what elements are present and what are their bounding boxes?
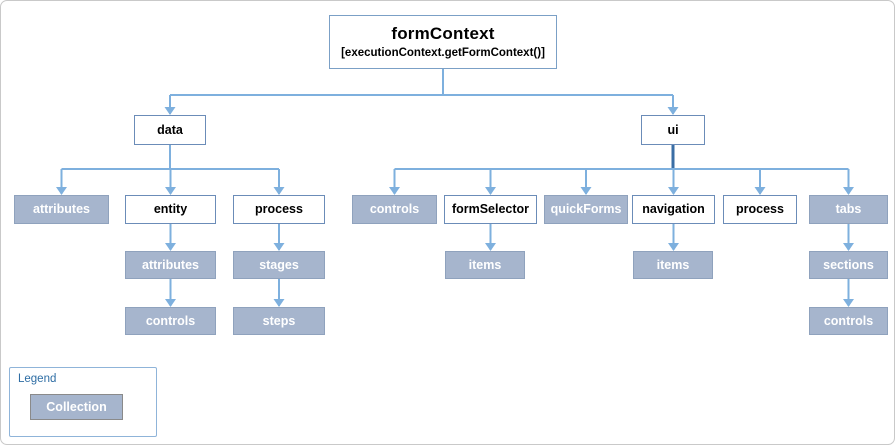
node-label: ui (667, 122, 679, 137)
node-label: quickForms (550, 202, 622, 217)
node-quickForms[interactable]: quickForms (544, 195, 628, 224)
node-label: sections (823, 257, 874, 272)
node-formSelector[interactable]: formSelector (444, 195, 537, 224)
node-label: steps (262, 313, 296, 328)
node-t-sections[interactable]: sections (809, 251, 888, 279)
node-d-attributes[interactable]: attributes (14, 195, 109, 224)
node-label: attributes (33, 202, 90, 217)
node-data[interactable]: data (134, 115, 206, 145)
node-label: attributes (142, 257, 199, 272)
node-fs-items[interactable]: items (445, 251, 525, 279)
node-u-controls[interactable]: controls (352, 195, 437, 224)
legend: Legend Collection (9, 367, 157, 437)
node-tabs[interactable]: tabs (809, 195, 888, 224)
node-label: controls (369, 202, 420, 217)
node-ui[interactable]: ui (641, 115, 705, 145)
node-label: formSelector (451, 202, 530, 217)
node-e-attributes[interactable]: attributes (125, 251, 216, 279)
legend-collection-swatch: Collection (30, 394, 123, 420)
node-entity[interactable]: entity (125, 195, 216, 224)
node-label: items (656, 257, 690, 272)
node-label: tabs (835, 202, 862, 217)
root-subtitle: [executionContext.getFormContext()] (341, 46, 545, 59)
node-p-steps[interactable]: steps (233, 307, 325, 335)
node-formcontext[interactable]: formContext [executionContext.getFormCon… (329, 15, 557, 69)
node-label: stages (259, 257, 299, 272)
node-label: process (255, 202, 303, 217)
node-label: entity (153, 202, 188, 217)
node-p-stages[interactable]: stages (233, 251, 325, 279)
node-label: controls (823, 313, 874, 328)
node-label: process (736, 202, 784, 217)
node-u-process[interactable]: process (723, 195, 797, 224)
node-label: navigation (642, 202, 705, 217)
node-t-controls[interactable]: controls (809, 307, 888, 335)
node-navigation[interactable]: navigation (632, 195, 715, 224)
node-label: controls (145, 313, 196, 328)
node-label: items (468, 257, 502, 272)
legend-title: Legend (18, 373, 57, 385)
root-title: formContext (391, 24, 495, 44)
node-label: data (157, 122, 183, 137)
node-nav-items[interactable]: items (633, 251, 713, 279)
node-d-process[interactable]: process (233, 195, 325, 224)
node-e-controls[interactable]: controls (125, 307, 216, 335)
